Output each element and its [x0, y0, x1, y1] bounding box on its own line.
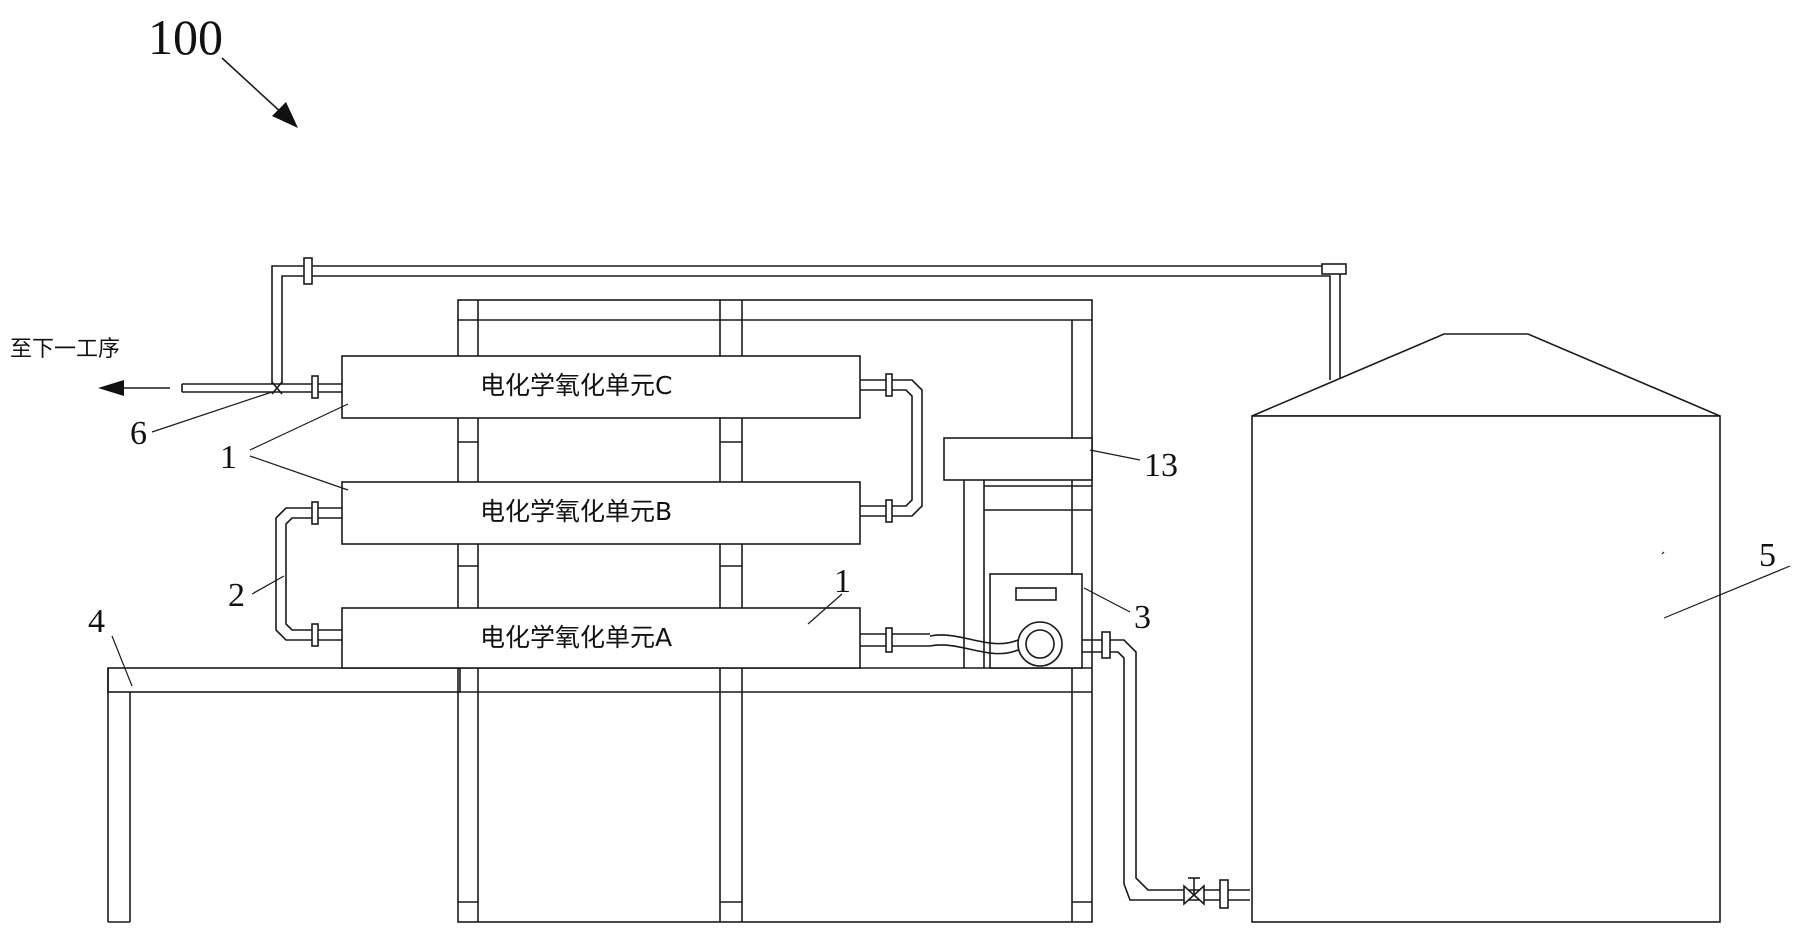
unit-b-label: 电化学氧化单元B [480, 497, 672, 526]
control-cabinet [943, 437, 1093, 668]
ref-1-bottom: 1 [834, 563, 851, 600]
to-next-process-label: 至下一工序 [10, 337, 120, 362]
ref-4: 4 [88, 603, 105, 640]
unit-c-label: 电化学氧化单元C [480, 371, 672, 400]
unit-c [341, 355, 861, 419]
controller-box [943, 437, 1093, 481]
unit-b [341, 481, 861, 545]
ref-3: 3 [1134, 599, 1151, 636]
piping [98, 257, 1347, 909]
system-ref-label: 100 [148, 9, 223, 65]
leader-lines [111, 391, 1791, 687]
work-table [107, 667, 461, 923]
unit-a-label: 电化学氧化单元A [480, 623, 672, 652]
outlet-arrow [98, 380, 170, 396]
unit-a [341, 607, 861, 669]
pump [929, 573, 1083, 669]
ref-2: 2 [228, 577, 245, 614]
ref-1-top: 1 [220, 439, 237, 476]
valve-6 [271, 381, 283, 395]
system-ref-arrow [221, 57, 298, 128]
ref-6: 6 [130, 415, 147, 452]
storage-tank [1251, 333, 1721, 923]
ref-5: 5 [1759, 537, 1776, 574]
ref-13: 13 [1144, 447, 1178, 484]
tank-valve [1183, 877, 1205, 906]
